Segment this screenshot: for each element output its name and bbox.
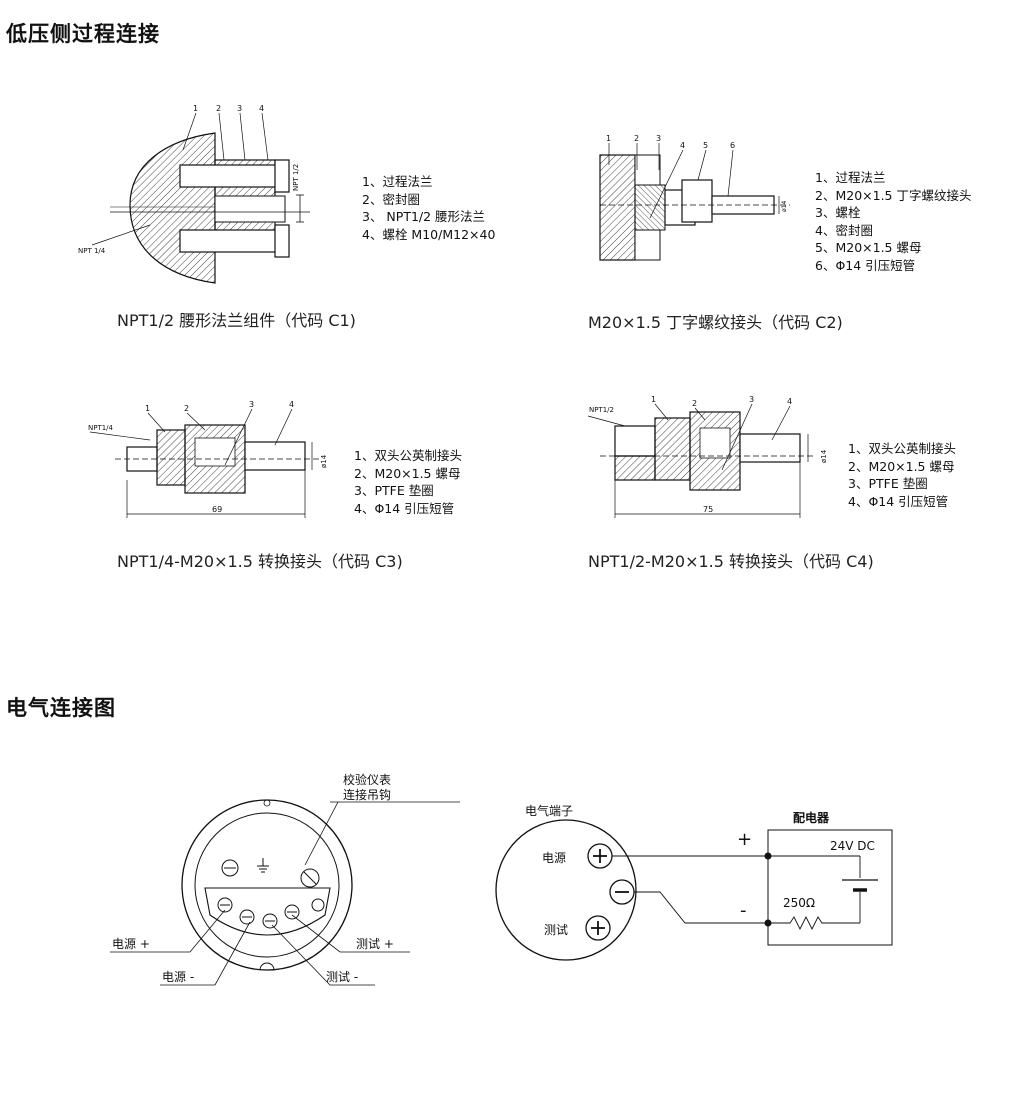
c2-callout-5: 5 — [703, 141, 708, 150]
c3-length-label: 69 — [212, 505, 222, 514]
c2-callout-2: 2 — [634, 134, 639, 143]
c1-caption: NPT1/2 腰形法兰组件（代码 C1) — [117, 311, 356, 330]
terminal-board — [204, 887, 331, 936]
c4-caption: NPT1/2-M20×1.5 转换接头（代码 C4) — [588, 552, 874, 571]
c2-callout-6: 6 — [730, 141, 735, 150]
c2-legend-item: 1、过程法兰 — [815, 170, 886, 185]
c1-legend-item: 4、螺栓 M10/M12×40 — [362, 226, 496, 242]
c4-callout-4: 4 — [787, 397, 792, 406]
c4-length-label: 75 — [703, 505, 713, 514]
c1-drawing: 1 2 3 4 NPT 1/4 NPT 1/2 — [78, 104, 310, 284]
voltage-label: 24V DC — [830, 839, 875, 853]
c4-legend-item: 2、M20×1.5 螺母 — [848, 458, 955, 474]
resistor-label: 250Ω — [783, 896, 815, 910]
c2-legend-item: 6、Φ14 引压短管 — [815, 257, 916, 273]
c2-callout-3: 3 — [656, 134, 661, 143]
section-title-electrical-connection: 电气连接图 — [6, 696, 116, 720]
c3-caption: NPT1/4-M20×1.5 转换接头（代码 C3) — [117, 552, 403, 571]
c1-legend-item: 2、密封圈 — [362, 191, 420, 207]
c4-legend-item: 1、双头公英制接头 — [848, 441, 956, 456]
c2-legend-item: 3、螺栓 — [815, 205, 861, 220]
c1-legend-item: 3、 NPT1/2 腰形法兰 — [362, 209, 486, 224]
c3-callout-4: 4 — [289, 400, 294, 409]
c2-legend-item: 5、M20×1.5 螺母 — [815, 240, 922, 255]
c1-callout-2: 2 — [216, 104, 221, 113]
c2-drawing: 1 2 3 4 5 6 ø14 — [599, 134, 790, 261]
c2-legend-item: 2、M20×1.5 丁字螺纹接头 — [815, 187, 972, 203]
c4-legend-item: 4、Φ14 引压短管 — [848, 493, 949, 509]
distributor-box — [767, 829, 893, 946]
hook-label-line-1: 校验仪表 — [343, 772, 391, 787]
label-test-minus: 测试 - — [326, 969, 358, 984]
c3-dim-label: ø14 — [320, 454, 328, 468]
distributor-title: 配电器 — [793, 810, 830, 825]
c4-legend: 1、双头公英制接头 2、M20×1.5 螺母 3、PTFE 垫圈 4、Φ14 引… — [848, 440, 956, 510]
c4-dim-label: ø14 — [820, 449, 828, 463]
c4-callout-3: 3 — [749, 395, 754, 404]
label-power-minus: 电源 - — [162, 970, 194, 984]
c2-caption: M20×1.5 丁字螺纹接头（代码 C2) — [588, 313, 843, 332]
label-test: 测试 — [544, 922, 568, 937]
c1-callout-4: 4 — [259, 104, 264, 113]
terminal-title: 电气端子 — [525, 803, 573, 818]
polarity-plus: + — [737, 829, 752, 850]
c3-callout-1: 1 — [145, 404, 150, 413]
c4-callout-2: 2 — [692, 399, 697, 408]
section-title-process-connection: 低压侧过程连接 — [6, 22, 160, 46]
c4-legend-item: 3、PTFE 垫圈 — [848, 476, 928, 491]
c4-drawing: 1 2 3 4 NPT1/2 ø14 75 — [587, 395, 828, 518]
hook-label-line-2: 连接吊钩 — [343, 787, 391, 802]
c2-legend-item: 4、密封圈 — [815, 222, 873, 238]
c1-legend-item: 1、过程法兰 — [362, 174, 433, 189]
c1-callout-3: 3 — [237, 104, 242, 113]
c1-legend: 1、过程法兰 2、密封圈 3、 NPT1/2 腰形法兰 4、螺栓 M10/M12… — [362, 173, 495, 243]
label-test-plus: 测试 + — [356, 936, 394, 951]
c3-legend-item: 2、M20×1.5 螺母 — [354, 465, 461, 481]
resistor-icon — [768, 915, 860, 931]
c2-callout-4: 4 — [680, 141, 685, 150]
c3-callout-3: 3 — [249, 400, 254, 409]
c1-callout-1: 1 — [193, 104, 198, 113]
c1-dim-label: NPT 1/2 — [292, 164, 300, 191]
label-power-plus: 电源 + — [112, 937, 150, 951]
c2-callout-1: 1 — [606, 134, 611, 143]
label-power: 电源 — [542, 851, 566, 865]
c1-side-label: NPT 1/4 — [78, 247, 106, 255]
c4-callout-1: 1 — [651, 395, 656, 404]
c3-drawing: 1 2 3 4 NPT1/4 ø14 69 — [88, 400, 328, 518]
c2-dim-label: ø14 — [781, 201, 788, 212]
c3-side-label: NPT1/4 — [88, 424, 114, 432]
c3-legend-item: 1、双头公英制接头 — [354, 448, 462, 463]
polarity-minus: - — [740, 900, 747, 921]
terminal-housing-circle — [495, 819, 637, 961]
c3-legend-item: 4、Φ14 引压短管 — [354, 500, 455, 516]
c3-legend-item: 3、PTFE 垫圈 — [354, 483, 434, 498]
c3-callout-2: 2 — [184, 404, 189, 413]
c4-side-label: NPT1/2 — [589, 406, 614, 414]
c3-legend: 1、双头公英制接头 2、M20×1.5 螺母 3、PTFE 垫圈 4、Φ14 引… — [354, 447, 462, 517]
c2-legend: 1、过程法兰 2、M20×1.5 丁字螺纹接头 3、螺栓 4、密封圈 5、M20… — [815, 169, 971, 274]
